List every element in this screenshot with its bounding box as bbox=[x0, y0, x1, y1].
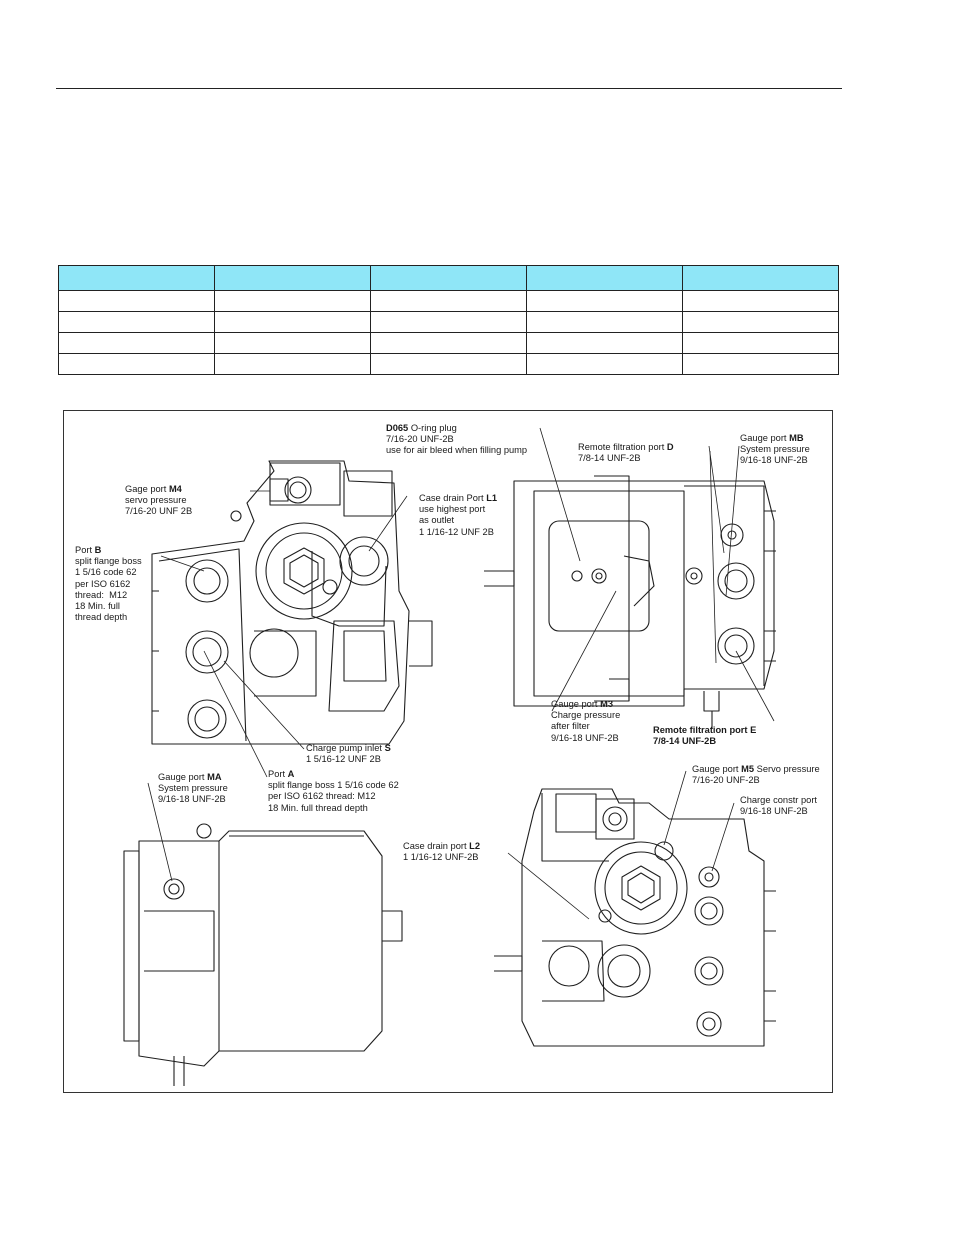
table-cell bbox=[58, 332, 215, 354]
table-header-cell bbox=[214, 265, 371, 291]
callout-gauge-port-m5: Gauge port M5 Servo pressure 7/16-20 UNF… bbox=[692, 764, 820, 786]
table-cell bbox=[526, 311, 683, 333]
pump-view-front bbox=[151, 460, 433, 745]
table-header-cell bbox=[682, 265, 839, 291]
table-cell bbox=[370, 290, 527, 312]
table-row bbox=[58, 332, 839, 354]
callout-leader-lines bbox=[147, 427, 775, 920]
table-cell bbox=[526, 290, 683, 312]
pump-view-front-2 bbox=[494, 788, 776, 1047]
callout-case-drain-port-l1: Case drain Port L1 use highest port as o… bbox=[419, 493, 498, 537]
callout-charge-pump-inlet-s: Charge pump inlet S 1 5/16-12 UNF 2B bbox=[306, 743, 391, 765]
callout-remote-filtration-port-d: Remote filtration port D 7/8-14 UNF-2B bbox=[578, 442, 674, 464]
callout-d065-oring-plug: D065 O-ring plug 7/16-20 UNF-2B use for … bbox=[386, 423, 528, 456]
callout-port-a: Port A split flange boss 1 5/16 code 62 … bbox=[268, 769, 399, 813]
callout-remote-filtration-port-e: Remote filtration port E 7/8-14 UNF-2B bbox=[653, 725, 757, 747]
table-cell bbox=[214, 332, 371, 354]
table-row bbox=[58, 353, 839, 375]
table-cell bbox=[370, 311, 527, 333]
callout-gauge-port-ma: Gauge port MA System pressure 9/16-18 UN… bbox=[158, 772, 228, 805]
table-cell bbox=[526, 332, 683, 354]
table-cell bbox=[370, 353, 527, 375]
table-row bbox=[58, 290, 839, 312]
table-header-cell bbox=[370, 265, 527, 291]
table-cell bbox=[214, 353, 371, 375]
table-cell bbox=[682, 353, 839, 375]
table-cell bbox=[526, 353, 683, 375]
pump-view-side bbox=[123, 823, 403, 1086]
callout-charge-constr-port: Charge constr port 9/16-18 UNF-2B bbox=[740, 795, 817, 817]
table-cell bbox=[58, 290, 215, 312]
table-header-cell bbox=[58, 265, 215, 291]
spec-table bbox=[58, 265, 839, 375]
table-row bbox=[58, 311, 839, 333]
table-header-row bbox=[58, 265, 839, 291]
table-cell bbox=[58, 353, 215, 375]
header-rule bbox=[56, 88, 842, 89]
pump-port-drawing: D065 O-ring plug 7/16-20 UNF-2B use for … bbox=[63, 410, 833, 1093]
callout-case-drain-port-l2: Case drain port L2 1 1/16-12 UNF-2B bbox=[403, 841, 481, 863]
pump-line-drawing bbox=[123, 427, 776, 1086]
table-cell bbox=[682, 332, 839, 354]
pump-view-rear bbox=[484, 475, 776, 729]
table-cell bbox=[214, 290, 371, 312]
callout-gauge-port-mb: Gauge port MB System pressure 9/16-18 UN… bbox=[740, 433, 810, 466]
callout-port-b: Port B split flange boss 1 5/16 code 62 … bbox=[75, 545, 142, 623]
table-cell bbox=[682, 311, 839, 333]
table-cell bbox=[370, 332, 527, 354]
table-cell bbox=[214, 311, 371, 333]
callout-gauge-port-m3: Gauge port M3 Charge pressure after filt… bbox=[551, 699, 621, 743]
callout-gage-port-m4: Gage port M4 servo pressure 7/16-20 UNF … bbox=[125, 484, 193, 517]
table-header-cell bbox=[526, 265, 683, 291]
table-cell bbox=[682, 290, 839, 312]
table-cell bbox=[58, 311, 215, 333]
